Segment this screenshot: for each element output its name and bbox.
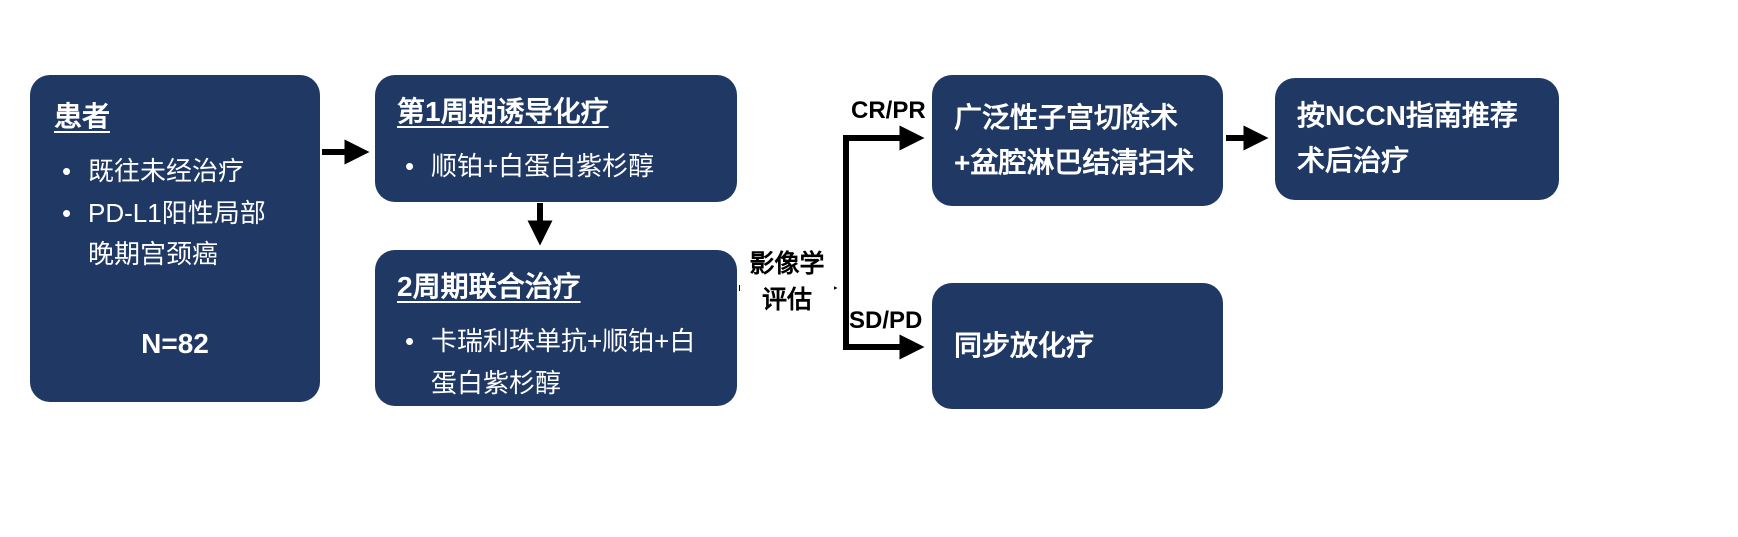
list-item: • 既往未经治疗 <box>54 151 286 193</box>
crpr-branch-label: CR/PR <box>851 97 926 124</box>
bullet-text: 既往未经治疗 <box>88 156 245 186</box>
bullet-icon: • <box>405 151 415 181</box>
bullet-text: 卡瑞利珠单抗+顺铂+白蛋白紫杉醇 <box>431 326 696 398</box>
bullet-text: PD-L1阳性局部晚期宫颈癌 <box>88 197 266 270</box>
combination-box-title: 2周期联合治疗 <box>397 271 581 302</box>
induction-bullet-list: • 顺铂+白蛋白紫杉醇 <box>397 146 715 188</box>
imaging-assessment-line1: 影像学 <box>749 250 825 278</box>
sample-size-label: N=82 <box>141 327 209 359</box>
bullet-icon: • <box>405 326 415 356</box>
nccn-box-text: 按NCCN指南推荐术后治疗 <box>1297 100 1518 176</box>
crt-box-text: 同步放化疗 <box>954 329 1095 361</box>
list-item: • 顺铂+白蛋白紫杉醇 <box>397 146 715 188</box>
surgery-box: 广泛性子宫切除术+盆腔淋巴结清扫术 <box>932 75 1223 206</box>
induction-box-title: 第1周期诱导化疗 <box>397 96 609 127</box>
patients-bullet-list: • 既往未经治疗 • PD-L1阳性局部晚期宫颈癌 <box>54 151 296 276</box>
bullet-icon: • <box>62 156 72 186</box>
list-item: • 卡瑞利珠单抗+顺铂+白蛋白紫杉醇 <box>397 321 715 404</box>
patients-box: 患者 • 既往未经治疗 • PD-L1阳性局部晚期宫颈癌 N=82 <box>30 75 320 402</box>
imaging-assessment-line2: 评估 <box>761 285 812 314</box>
bullet-icon: • <box>62 197 72 228</box>
patients-box-title: 患者 <box>54 101 111 132</box>
nccn-guideline-box: 按NCCN指南推荐术后治疗 <box>1275 78 1559 200</box>
surgery-box-text: 广泛性子宫切除术+盆腔淋巴结清扫术 <box>954 101 1195 178</box>
induction-chemo-box: 第1周期诱导化疗 • 顺铂+白蛋白紫杉醇 <box>375 75 737 202</box>
list-item: • PD-L1阳性局部晚期宫颈癌 <box>54 193 286 276</box>
sdpd-branch-label: SD/PD <box>849 307 923 334</box>
imaging-assessment-label: 影像学 评估 <box>740 247 834 320</box>
bullet-text: 顺铂+白蛋白紫杉醇 <box>431 151 655 181</box>
concurrent-crt-box: 同步放化疗 <box>932 283 1223 409</box>
combination-bullet-list: • 卡瑞利珠单抗+顺铂+白蛋白紫杉醇 <box>397 321 715 404</box>
combination-therapy-box: 2周期联合治疗 • 卡瑞利珠单抗+顺铂+白蛋白紫杉醇 <box>375 250 737 406</box>
